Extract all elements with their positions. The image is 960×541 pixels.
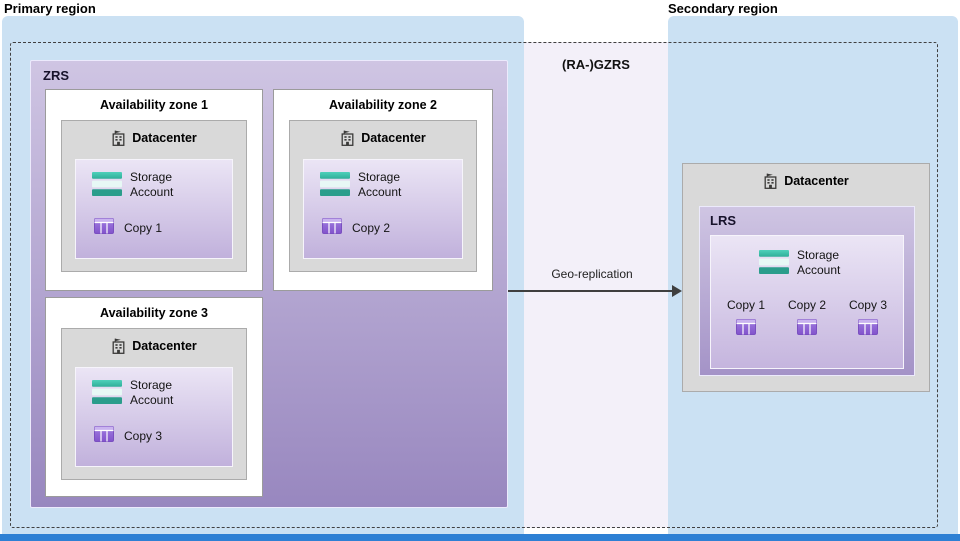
table-copy-icon bbox=[857, 319, 878, 338]
lrs-group-box: LRS Storage Account Copy 1 bbox=[699, 206, 915, 376]
secondary-region-label: Secondary region bbox=[668, 1, 778, 16]
zone-title: Availability zone 3 bbox=[100, 306, 208, 320]
copy-column: Copy 1 bbox=[727, 298, 765, 338]
datacenter-label: Datacenter bbox=[132, 339, 197, 353]
bottom-blue-bar bbox=[0, 534, 960, 541]
availability-zone-2: Availability zone 2 Datacenter Storage A… bbox=[273, 89, 493, 291]
storage-account-label: Storage Account bbox=[130, 378, 174, 407]
datacenter-label: Datacenter bbox=[784, 174, 849, 188]
table-copy-icon bbox=[736, 319, 757, 338]
region-gap-fill bbox=[524, 42, 668, 528]
storage-account-row: Storage Account bbox=[92, 170, 232, 200]
zone-title: Availability zone 2 bbox=[329, 98, 437, 112]
geo-replication-label: Geo-replication bbox=[551, 267, 633, 281]
availability-zone-3: Availability zone 3 Datacenter Storage A… bbox=[45, 297, 263, 497]
copy-row: Copy 1 bbox=[94, 218, 232, 237]
secondary-datacenter-box: Datacenter LRS Storage Account Copy 1 bbox=[682, 163, 930, 392]
lrs-storage-group: Storage Account Copy 1 Copy 2 bbox=[710, 235, 904, 369]
datacenter-header: Datacenter bbox=[62, 329, 246, 354]
storage-account-icon bbox=[320, 171, 350, 199]
copy-label: Copy 2 bbox=[787, 298, 827, 312]
datacenter-icon bbox=[763, 173, 778, 189]
lrs-label: LRS bbox=[710, 213, 736, 228]
datacenter-icon bbox=[340, 130, 355, 146]
datacenter-header: Datacenter bbox=[62, 121, 246, 146]
table-copy-icon bbox=[322, 218, 342, 237]
copy-column: Copy 3 bbox=[849, 298, 887, 338]
copy-label: Copy 2 bbox=[352, 220, 391, 235]
copy-label: Copy 1 bbox=[727, 298, 766, 312]
datacenter-header: Datacenter bbox=[290, 121, 476, 146]
zrs-group-box: ZRS Availability zone 1 Datacenter Stora bbox=[30, 60, 508, 508]
storage-account-row: Storage Account bbox=[320, 170, 462, 200]
zrs-label: ZRS bbox=[43, 68, 69, 83]
storage-group: Storage Account Copy 2 bbox=[303, 159, 463, 259]
datacenter-label: Datacenter bbox=[361, 131, 426, 145]
storage-account-row: Storage Account bbox=[92, 378, 232, 408]
storage-group: Storage Account Copy 3 bbox=[75, 367, 233, 467]
copy-column: Copy 2 bbox=[788, 298, 826, 338]
datacenter-label: Datacenter bbox=[132, 131, 197, 145]
datacenter-box: Datacenter Storage Account Copy 2 bbox=[289, 120, 477, 272]
storage-account-icon bbox=[759, 249, 789, 277]
geo-replication-arrow-line bbox=[508, 290, 672, 292]
zone-title: Availability zone 1 bbox=[100, 98, 208, 112]
table-copy-icon bbox=[797, 319, 817, 338]
datacenter-icon bbox=[111, 130, 126, 146]
storage-group: Storage Account Copy 1 bbox=[75, 159, 233, 259]
datacenter-header: Datacenter bbox=[683, 164, 929, 189]
storage-account-icon bbox=[92, 379, 122, 407]
table-copy-icon bbox=[94, 218, 114, 237]
copies-row: Copy 1 Copy 2 Copy 3 bbox=[711, 298, 903, 338]
availability-zone-1: Availability zone 1 Datacenter Storage A… bbox=[45, 89, 263, 291]
gzrs-label: (RA-)GZRS bbox=[562, 57, 630, 72]
geo-replication-arrow-head bbox=[672, 285, 682, 297]
storage-account-label: Storage Account bbox=[130, 170, 174, 199]
storage-account-icon bbox=[92, 171, 122, 199]
datacenter-icon bbox=[111, 338, 126, 354]
datacenter-box: Datacenter Storage Account Copy 1 bbox=[61, 120, 247, 272]
primary-region-label: Primary region bbox=[4, 1, 96, 16]
storage-account-label: Storage Account bbox=[797, 248, 841, 277]
gzrs-dashed-boundary bbox=[10, 42, 938, 528]
table-copy-icon bbox=[94, 426, 114, 445]
storage-account-row: Storage Account bbox=[711, 248, 903, 278]
storage-account-label: Storage Account bbox=[358, 170, 402, 199]
copy-label: Copy 3 bbox=[124, 428, 163, 443]
datacenter-box: Datacenter Storage Account Copy 3 bbox=[61, 328, 247, 480]
copy-row: Copy 3 bbox=[94, 426, 232, 445]
copy-row: Copy 2 bbox=[322, 218, 462, 237]
copy-label: Copy 3 bbox=[848, 298, 887, 312]
copy-label: Copy 1 bbox=[124, 220, 163, 235]
